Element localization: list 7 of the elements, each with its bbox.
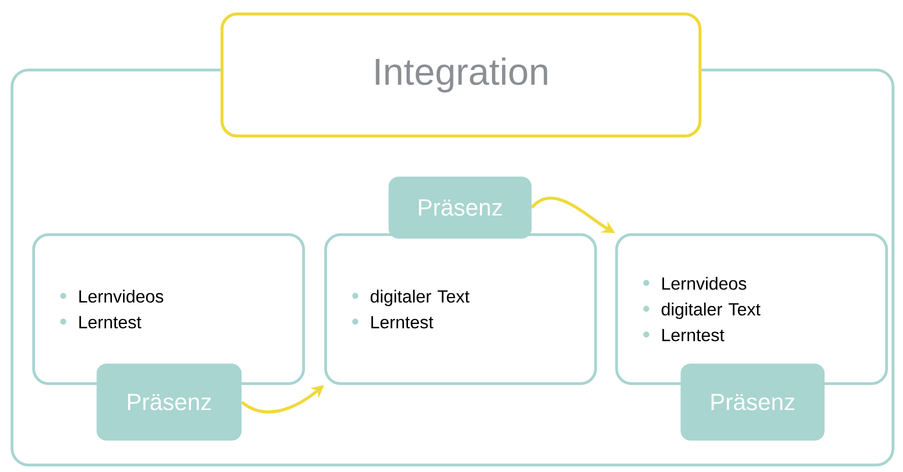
- label-box: Präsenz: [388, 176, 532, 239]
- label-box: Präsenz: [96, 364, 242, 441]
- content-box: Lernvideos digitaler Text Lerntest: [615, 233, 888, 385]
- content-box: Lernvideos Lerntest: [32, 233, 305, 385]
- content-box: digitaler Text Lerntest: [324, 233, 597, 385]
- label-box: Präsenz: [680, 364, 825, 441]
- heading-box: Integration: [220, 12, 702, 138]
